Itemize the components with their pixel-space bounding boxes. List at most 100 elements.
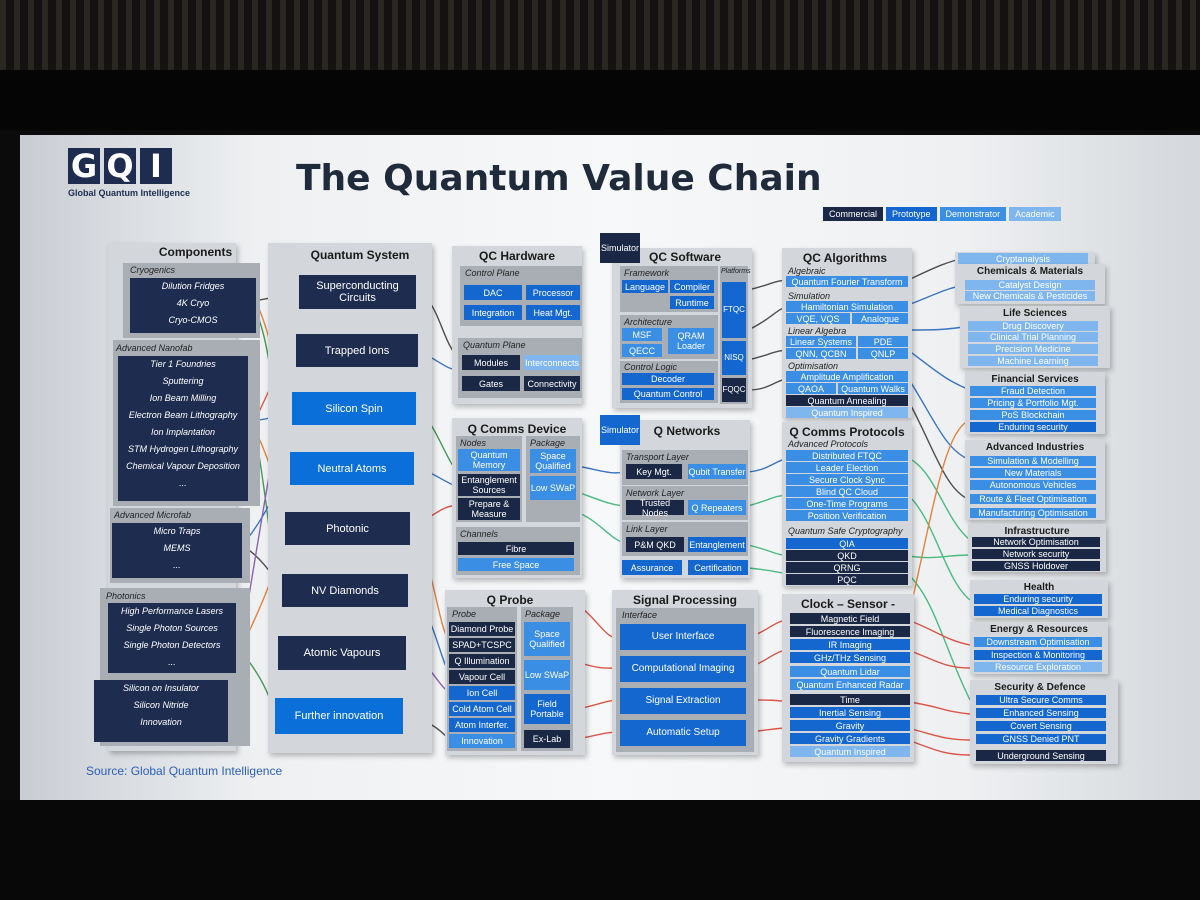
component-item: Silicon Nitride bbox=[133, 700, 189, 710]
qs-neutral-atoms: Neutral Atoms bbox=[290, 452, 414, 485]
app-infrastructure-title: Infrastructure bbox=[1004, 526, 1070, 537]
photonics-list: High Performance Lasers Single Photon So… bbox=[108, 603, 236, 673]
app-item: GNSS Denied PNT bbox=[976, 734, 1106, 744]
qs-trapped-ions: Trapped Ions bbox=[296, 334, 418, 367]
app-item: Underground Sensing bbox=[976, 750, 1106, 761]
qc-hardware-title: QC Hardware bbox=[478, 249, 556, 263]
qcd-space-qualified: Space Qualified bbox=[530, 449, 576, 473]
components-title: Components bbox=[158, 245, 233, 259]
protocol-item: Position Verification bbox=[786, 510, 908, 521]
app-item: Covert Sensing bbox=[976, 721, 1106, 731]
simulator-badge-networks: Simulator bbox=[600, 415, 640, 445]
app-item: Machine Learning bbox=[968, 356, 1098, 366]
quantum-system-title: Quantum System bbox=[310, 248, 410, 262]
simulator-badge: Simulator bbox=[600, 233, 640, 263]
legend-demonstrator: Demonstrator bbox=[939, 207, 1007, 221]
probe-item: Atom Interfer. bbox=[449, 718, 515, 732]
ceiling bbox=[0, 0, 1200, 70]
qcd-package-label: Package bbox=[530, 438, 566, 448]
optimisation-label: Optimisation bbox=[788, 361, 839, 371]
sensor-item: Quantum Lidar bbox=[790, 666, 910, 677]
legend-prototype: Prototype bbox=[886, 207, 937, 221]
hw-integration: Integration bbox=[464, 305, 522, 320]
probe-package-label: Package bbox=[525, 609, 561, 619]
architecture-label: Architecture bbox=[624, 317, 673, 327]
legend: Commercial Prototype Demonstrator Academ… bbox=[823, 207, 1061, 221]
platform-ftqc: FTQC bbox=[722, 282, 746, 338]
probe-low-swap: Low SWaP bbox=[524, 660, 570, 690]
component-item: Dilution Fridges bbox=[161, 281, 225, 291]
logo-letter: G bbox=[68, 148, 100, 184]
hw-gates: Gates bbox=[462, 376, 520, 391]
qs-superconducting: Superconducting Circuits bbox=[299, 275, 416, 309]
probe-space-qualified: Space Qualified bbox=[524, 622, 570, 656]
sw-compiler: Compiler bbox=[670, 280, 714, 293]
qcd-free-space: Free Space bbox=[458, 558, 574, 571]
hw-interconnects: Interconnects bbox=[524, 355, 580, 370]
probe-item: Ion Cell bbox=[449, 686, 515, 700]
qn-certification: Certification bbox=[688, 560, 748, 575]
component-item: Innovation bbox=[140, 717, 182, 727]
qs-photonic: Photonic bbox=[285, 512, 410, 545]
logo-letter: Q bbox=[104, 148, 136, 184]
microfab-label: Advanced Microfab bbox=[114, 510, 192, 520]
protocol-item: Secure Clock Sync bbox=[786, 474, 908, 485]
protocol-item: Distributed FTQC bbox=[786, 450, 908, 461]
component-item: Sputtering bbox=[162, 376, 204, 386]
app-item: Precision Medicine bbox=[968, 344, 1098, 354]
hw-modules: Modules bbox=[462, 355, 520, 370]
component-item: Silicon on Insulator bbox=[122, 683, 200, 693]
component-item: Ion Beam Milling bbox=[149, 393, 217, 403]
photonics-label: Photonics bbox=[106, 591, 146, 601]
logo-subtitle: Global Quantum Intelligence bbox=[68, 188, 191, 198]
probe-item: Diamond Probe bbox=[449, 622, 515, 636]
component-item: ... bbox=[173, 560, 181, 570]
qcd-prepare-measure: Prepare & Measure bbox=[458, 498, 520, 520]
qn-qubit-transfer: Qubit Transfer bbox=[688, 464, 746, 479]
alg-item: Amplitude Amplification bbox=[786, 371, 908, 382]
alg-item: Quantum Annealing bbox=[786, 395, 908, 406]
transport-layer-label: Transport Layer bbox=[626, 452, 689, 462]
linear-algebra-label: Linear Algebra bbox=[788, 326, 847, 336]
sensor-item: IR Imaging bbox=[790, 639, 910, 650]
stage-floor bbox=[0, 800, 1200, 900]
app-life-sciences-title: Life Sciences bbox=[1003, 308, 1067, 319]
app-item: Medical Diagnostics bbox=[974, 606, 1102, 616]
sensor-item: Gravity bbox=[790, 720, 910, 731]
sw-language: Language bbox=[622, 280, 668, 293]
q-comms-protocols-title: Q Comms Protocols bbox=[789, 425, 905, 439]
sw-qecc: QECC bbox=[622, 344, 662, 357]
protocol-item: Leader Election bbox=[786, 462, 908, 473]
component-item: Chemical Vapour Deposition bbox=[126, 461, 240, 471]
component-item: MEMS bbox=[163, 543, 191, 553]
sensor-item: Quantum Enhanced Radar bbox=[790, 679, 910, 690]
qs-further-innovation: Further innovation bbox=[275, 698, 403, 734]
component-item: Ion Implantation bbox=[150, 427, 216, 437]
app-item: Resource Exploration bbox=[974, 662, 1102, 672]
app-item: Fraud Detection bbox=[970, 386, 1096, 396]
qcd-entanglement-sources: Entanglement Sources bbox=[458, 474, 520, 496]
sensor-item: Quantum Inspired bbox=[790, 746, 910, 757]
app-item: Autonomous Vehicles bbox=[970, 480, 1096, 490]
qs-nv-diamonds: NV Diamonds bbox=[282, 574, 408, 607]
ceiling-shadow bbox=[0, 70, 1200, 130]
component-item: Single Photon Detectors bbox=[123, 640, 221, 650]
qs-atomic-vapours: Atomic Vapours bbox=[278, 636, 406, 670]
link-layer-label: Link Layer bbox=[626, 524, 668, 534]
qn-trusted-nodes: Trusted Nodes bbox=[626, 498, 684, 518]
qc-software-title: QC Software bbox=[648, 250, 721, 264]
sensor-item: Fluorescence Imaging bbox=[790, 626, 910, 637]
sw-runtime: Runtime bbox=[670, 296, 714, 309]
app-item: Enhanced Sensing bbox=[976, 708, 1106, 718]
quantum-system-column bbox=[268, 243, 432, 753]
sw-decoder: Decoder bbox=[622, 373, 714, 385]
advanced-protocols-label: Advanced Protocols bbox=[788, 439, 869, 449]
alg-item: QNN, QCBN bbox=[786, 348, 856, 359]
qn-q-repeaters: Q Repeaters bbox=[688, 500, 746, 515]
app-item: Drug Discovery bbox=[968, 321, 1098, 331]
qs-silicon-spin: Silicon Spin bbox=[292, 392, 416, 425]
alg-item: QNLP bbox=[858, 348, 908, 359]
app-item: New Chemicals & Pesticides bbox=[965, 291, 1095, 301]
component-item: ... bbox=[179, 478, 187, 488]
